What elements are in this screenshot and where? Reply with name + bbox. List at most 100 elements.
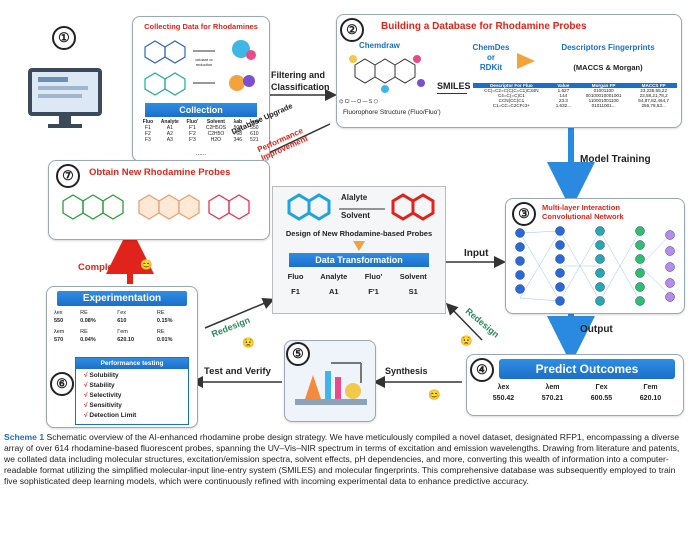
connector-layer [106, 89, 595, 388]
neural-network-graphic [515, 226, 675, 306]
arrow-redesign-left [204, 297, 275, 329]
lab-glassware-icon [295, 362, 367, 405]
panel2-title: Building a Database for Rhodamine Probes [381, 21, 587, 32]
label-model-training: Model Training [580, 154, 651, 165]
center-alalyte: Alalyte [341, 193, 368, 202]
label-output: Output [580, 324, 613, 335]
check-icon: √ [84, 372, 90, 379]
or-label: or [487, 53, 495, 62]
panel-new-probes: Obtain New Rhodamine Probes [48, 160, 270, 240]
performance-item: √ Sensitivity [84, 402, 122, 409]
happy-emoji-icon: 😊 [428, 390, 441, 401]
collection-ellipsis: ...... [195, 151, 206, 157]
panel-design-center: Alalyte Solvent Design of New Rhodamine-… [272, 186, 446, 314]
performance-item: √ Solubility [84, 372, 119, 379]
caption-label: Scheme 1 [4, 432, 45, 442]
scheme-caption: Scheme 1 Schematic overview of the AI-en… [4, 432, 690, 487]
panel-collecting-data: Collecting Data for Rhodamines oxidant o… [132, 16, 270, 162]
design-title: Design of New Rhodamine-based Probes [285, 229, 433, 238]
rdkit-label: RDKit [479, 63, 503, 72]
step-7-number: ⑦ [56, 164, 80, 188]
label-classification: Classification [271, 82, 330, 92]
check-icon: √ [84, 382, 90, 389]
label-completed: Completed [78, 262, 128, 273]
network-title-line1: Multi-layer Interaction [542, 203, 620, 212]
performance-item: √ Selectivity [84, 392, 122, 399]
step-5-number: ⑤ [286, 342, 310, 366]
performance-title: Performance testing [76, 358, 188, 369]
experimentation-title: Experimentation [57, 291, 187, 306]
fluorophore-structure-graphic [349, 55, 425, 93]
label-filtering: Filtering and [271, 70, 325, 80]
caption-text: Schematic overview of the AI-enhanced rh… [4, 432, 680, 486]
step-6-number: ⑥ [50, 372, 74, 396]
panel-building-database: Building a Database for Rhodamine Probes… [336, 14, 682, 128]
check-icon: √ [84, 402, 90, 409]
performance-item: √ Detection Limit [84, 412, 137, 419]
down-arrow-icon [353, 241, 365, 251]
performance-box: Performance testing √ Solubility √ Stabi… [75, 357, 189, 425]
chemdraw-label: Chemdraw [359, 41, 400, 50]
panel1-title: Collecting Data for Rhodamines [144, 22, 258, 31]
happy-emoji-icon-completed: 😊 [140, 260, 153, 271]
table-row: C1=CC=C2CFc3+1.632...01011001...256,78,5… [492, 103, 666, 108]
network-nodes [515, 226, 675, 306]
step-3-number: ③ [512, 202, 536, 226]
computer-icon [28, 68, 102, 130]
check-icon: √ [84, 412, 90, 419]
step-4-number: ④ [470, 358, 494, 382]
reaction-scheme-graphic [144, 40, 256, 96]
arrow-right-icon [517, 53, 535, 69]
label-input: Input [464, 248, 489, 259]
fluorophore-label: Fluorophore Structure (Fluo/Fluo') [343, 109, 441, 116]
step-2-number: ② [340, 18, 364, 42]
label-test-verify: Test and Verify [204, 366, 271, 377]
sad-emoji-icon-left: 😟 [242, 338, 255, 349]
data-transformation-label: Data Transformation [289, 253, 429, 267]
panel1-annotation: oxidant or reduction [195, 57, 213, 67]
network-title-line2: Convolutional Network [542, 212, 624, 221]
check-icon: √ [84, 392, 90, 399]
panel7-title: Obtain New Rhodamine Probes [89, 167, 231, 178]
solvent-structures-icon: ⌬ Cl — O — S ⬡ [339, 99, 379, 105]
design-graphic [287, 193, 435, 221]
probe-structures-graphic [62, 194, 250, 220]
predict-outcomes-title: Predict Outcomes [499, 359, 675, 379]
descriptors-sub: (MACCS & Morgan) [573, 63, 643, 72]
center-solvent: Solvent [341, 211, 370, 220]
chemdes-label: ChemDes [472, 43, 510, 52]
sad-emoji-icon-right: 😟 [460, 336, 473, 347]
descriptors-title: Descriptors Fingerprints [561, 43, 655, 52]
label-synthesis: Synthesis [385, 366, 428, 376]
collection-label: Collection [145, 103, 257, 117]
step-1-number: ① [52, 26, 76, 50]
performance-item: √ Stability [84, 382, 115, 389]
smiles-arrow-icon [437, 93, 467, 94]
arrow-redesign-right [445, 302, 483, 341]
arrow-database-upgrade [255, 123, 331, 160]
smiles-label: SMILES [437, 81, 471, 91]
